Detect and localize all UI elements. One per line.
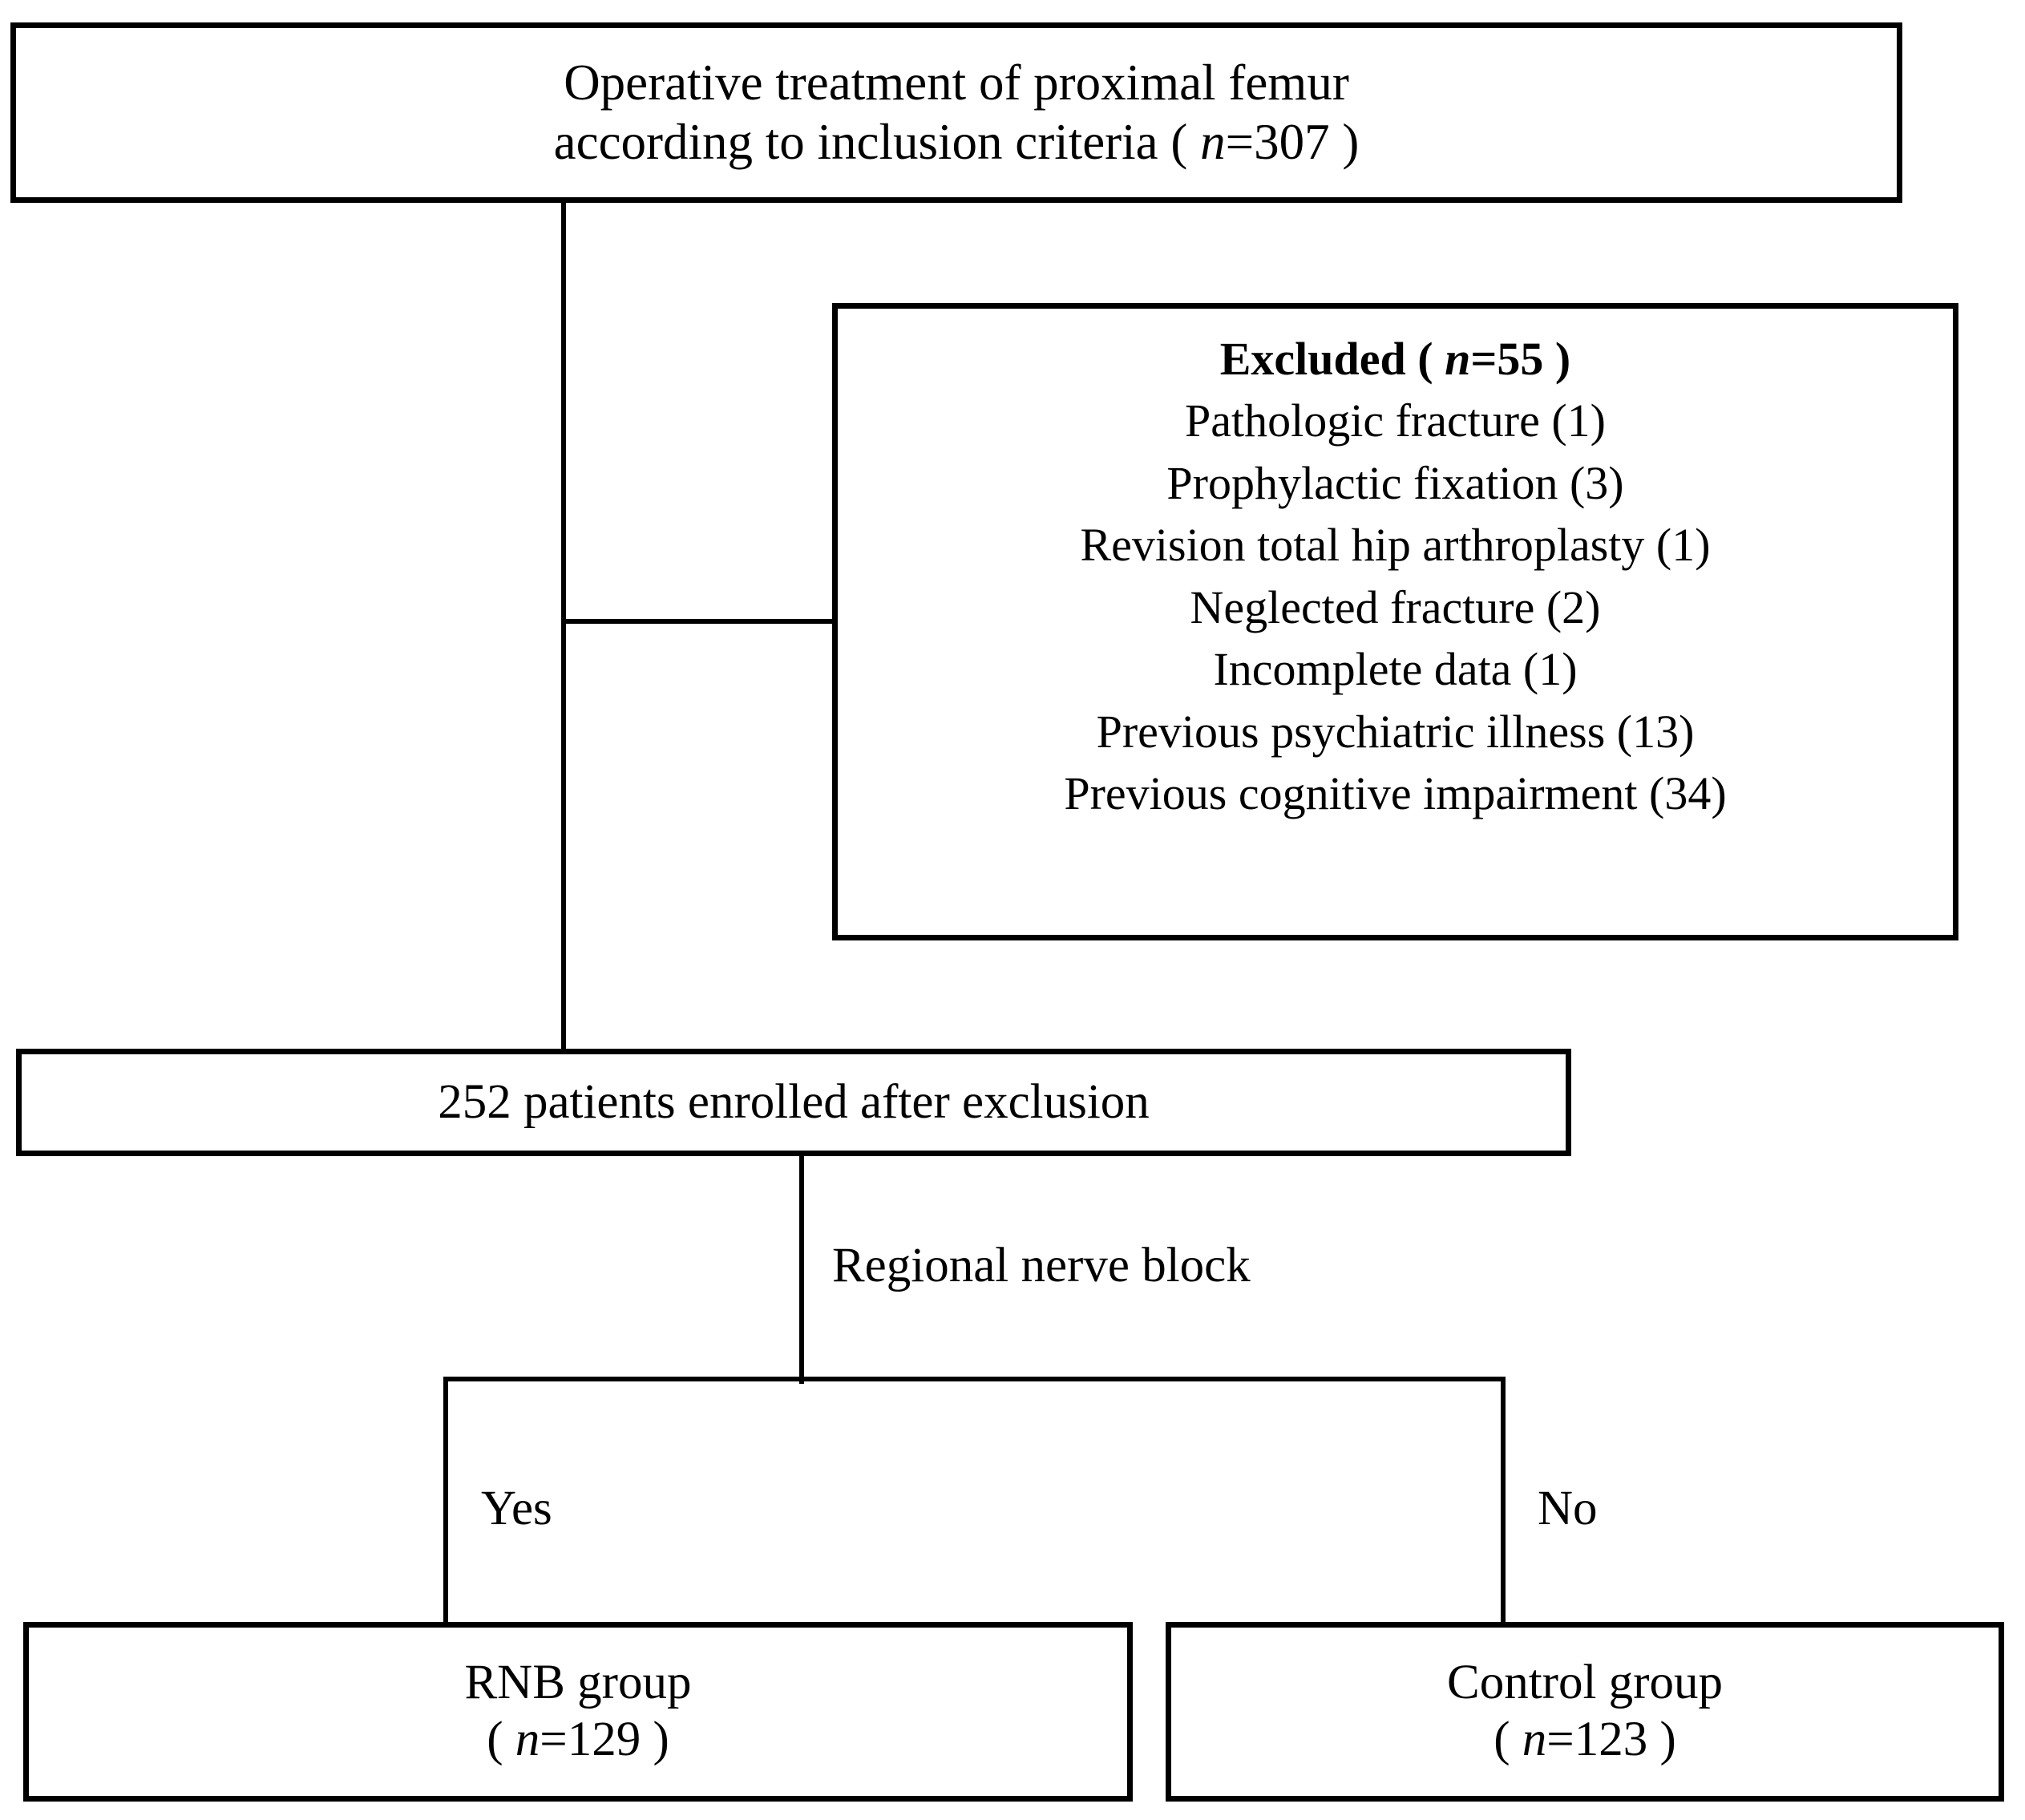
node-control-group: Control group ( n=123 )	[1166, 1622, 2004, 1802]
node-control-group-line2: ( n=123 )	[1493, 1712, 1676, 1769]
decision-label-regional-nerve-block: Regional nerve block	[832, 1239, 1251, 1292]
node-control-group-n-symbol: n	[1522, 1713, 1547, 1766]
excluded-reason-item: Previous cognitive impairment (34)	[1064, 766, 1727, 819]
node-operative-treatment-line2-prefix: according to inclusion criteria (	[553, 113, 1201, 170]
node-excluded-n-symbol: n	[1445, 333, 1471, 385]
node-excluded: Excluded ( n=55 ) Pathologic fracture (1…	[832, 303, 1958, 940]
connector-trunk-to-excluded	[561, 619, 837, 624]
excluded-reason-item: Prophylactic fixation (3)	[1166, 456, 1624, 509]
node-rnb-group-n-symbol: n	[515, 1713, 540, 1766]
node-operative-treatment: Operative treatment of proximal femur ac…	[10, 22, 1902, 203]
excluded-reason-item: Previous psychiatric illness (13)	[1096, 705, 1695, 758]
connector-branch-yes-drop	[443, 1377, 448, 1625]
node-excluded-heading-suffix: =55 )	[1470, 333, 1571, 385]
node-rnb-group-line2: ( n=129 )	[487, 1712, 669, 1769]
excluded-reason-item: Pathologic fracture (1)	[1184, 394, 1606, 447]
node-operative-treatment-n-symbol: n	[1200, 113, 1226, 170]
node-rnb-group: RNB group ( n=129 )	[23, 1622, 1133, 1802]
connector-branch-no-drop	[1501, 1377, 1506, 1625]
node-rnb-group-line1: RNB group	[464, 1656, 692, 1710]
node-excluded-heading: Excluded ( n=55 )	[1220, 328, 1571, 390]
branch-label-yes: Yes	[481, 1482, 552, 1535]
excluded-reason-item: Incomplete data (1)	[1213, 643, 1578, 696]
connector-decision-branch-bar	[443, 1377, 1506, 1381]
excluded-reason-item: Neglected fracture (2)	[1190, 580, 1601, 633]
connector-enrolled-to-decision	[799, 1156, 804, 1384]
node-operative-treatment-line2: according to inclusion criteria ( n=307 …	[554, 113, 1360, 172]
node-control-group-line2-suffix: =123 )	[1546, 1713, 1676, 1766]
node-excluded-heading-prefix: Excluded (	[1219, 333, 1445, 385]
connector-source-to-enrolled	[561, 203, 566, 1051]
node-enrolled-label: 252 patients enrolled after exclusion	[438, 1074, 1150, 1129]
node-rnb-group-line2-suffix: =129 )	[540, 1713, 669, 1766]
node-operative-treatment-line2-suffix: =307 )	[1225, 113, 1360, 170]
node-enrolled: 252 patients enrolled after exclusion	[16, 1049, 1571, 1156]
branch-label-no: No	[1538, 1482, 1598, 1535]
node-operative-treatment-line1: Operative treatment of proximal femur	[564, 55, 1349, 111]
excluded-reason-item: Revision total hip arthroplasty (1)	[1080, 519, 1711, 572]
node-rnb-group-line2-prefix: (	[487, 1713, 515, 1766]
node-control-group-line1: Control group	[1447, 1656, 1723, 1710]
node-control-group-line2-prefix: (	[1493, 1713, 1522, 1766]
